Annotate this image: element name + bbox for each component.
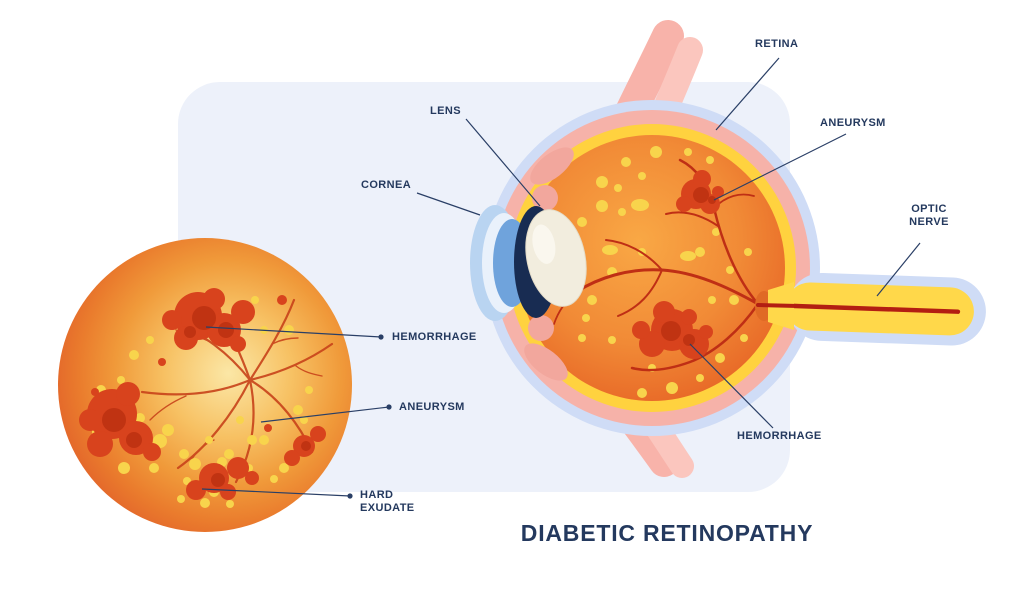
page-title: DIABETIC RETINOPATHY [520,520,814,546]
pointer-dots [347,334,392,499]
pointer-line-optic-nerve [876,242,921,297]
label-hemorrhage-right: HEMORRHAGE [737,430,822,442]
aneurysm-blob-core [693,187,716,204]
fundus-hemorrhage-cores [102,306,311,487]
label-optic-nerve: OPTIC NERVE [909,203,949,228]
pointer-line-cornea [416,192,481,216]
eye-exudate-spots [563,146,752,398]
lens-shape [525,209,587,307]
pointer-line-aneurysm-left [260,406,390,423]
label-cornea: CORNEA [361,179,412,191]
label-aneurysm-left: ANEURYSM [399,401,465,413]
label-hemorrhage-left: HEMORRHAGE [392,331,477,343]
fundus-circle [58,238,352,532]
label-hard-exudate: HARD EXUDATE [360,489,415,514]
ciliary-body-shape [524,147,574,381]
label-lens: LENS [430,105,461,117]
pointer-line-hard-exudate [201,488,351,497]
hemorrhage-blob-core [661,321,695,346]
pointer-line-hemorrhage-right [689,343,774,429]
pointer-line-retina [715,57,780,131]
eye-cross-section [470,100,986,436]
pointer-lines [201,57,921,497]
label-retina: RETINA [755,38,799,50]
optic-nerve-shape [785,272,986,346]
pointer-line-aneurysm-right [713,133,847,201]
pointer-line-lens [465,118,541,207]
pointer-line-hemorrhage-left [205,326,382,338]
label-aneurysm-right: ANEURYSM [820,117,886,129]
fundus-illustration [58,238,352,532]
central-vessel-shape [756,303,800,308]
